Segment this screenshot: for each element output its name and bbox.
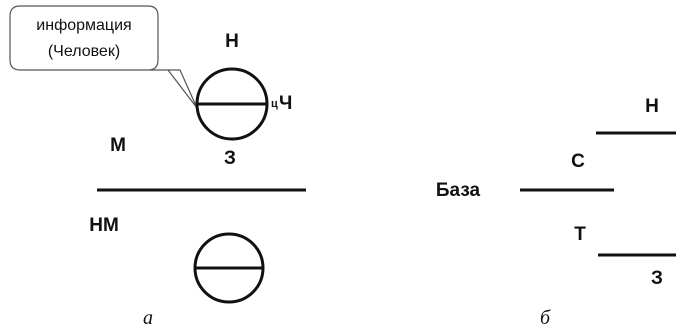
label-ts-small: ц: [271, 98, 278, 110]
person-symbol-upper: [195, 67, 269, 141]
caption-b: б: [540, 307, 551, 329]
callout-bubble: [9, 5, 198, 109]
panel-b: Н С База Т З б: [436, 96, 676, 329]
label-s: С: [571, 151, 585, 172]
callout-line-1: информация: [36, 17, 131, 34]
label-base: База: [436, 180, 481, 201]
label-ch: Ч: [279, 93, 292, 114]
label-n-a: Н: [225, 31, 239, 52]
label-t: Т: [574, 224, 586, 245]
label-z-a: З: [224, 148, 236, 169]
callout-line-2: (Человек): [48, 43, 120, 60]
label-m: М: [110, 135, 126, 156]
person-symbol-lower: [193, 232, 265, 304]
caption-a: а: [143, 307, 153, 329]
label-n-b: Н: [645, 96, 659, 117]
label-z-b: З: [651, 268, 663, 289]
panel-a: информация (Человек) Н ц Ч З М НМ а: [9, 5, 306, 329]
label-nm: НМ: [89, 215, 119, 236]
